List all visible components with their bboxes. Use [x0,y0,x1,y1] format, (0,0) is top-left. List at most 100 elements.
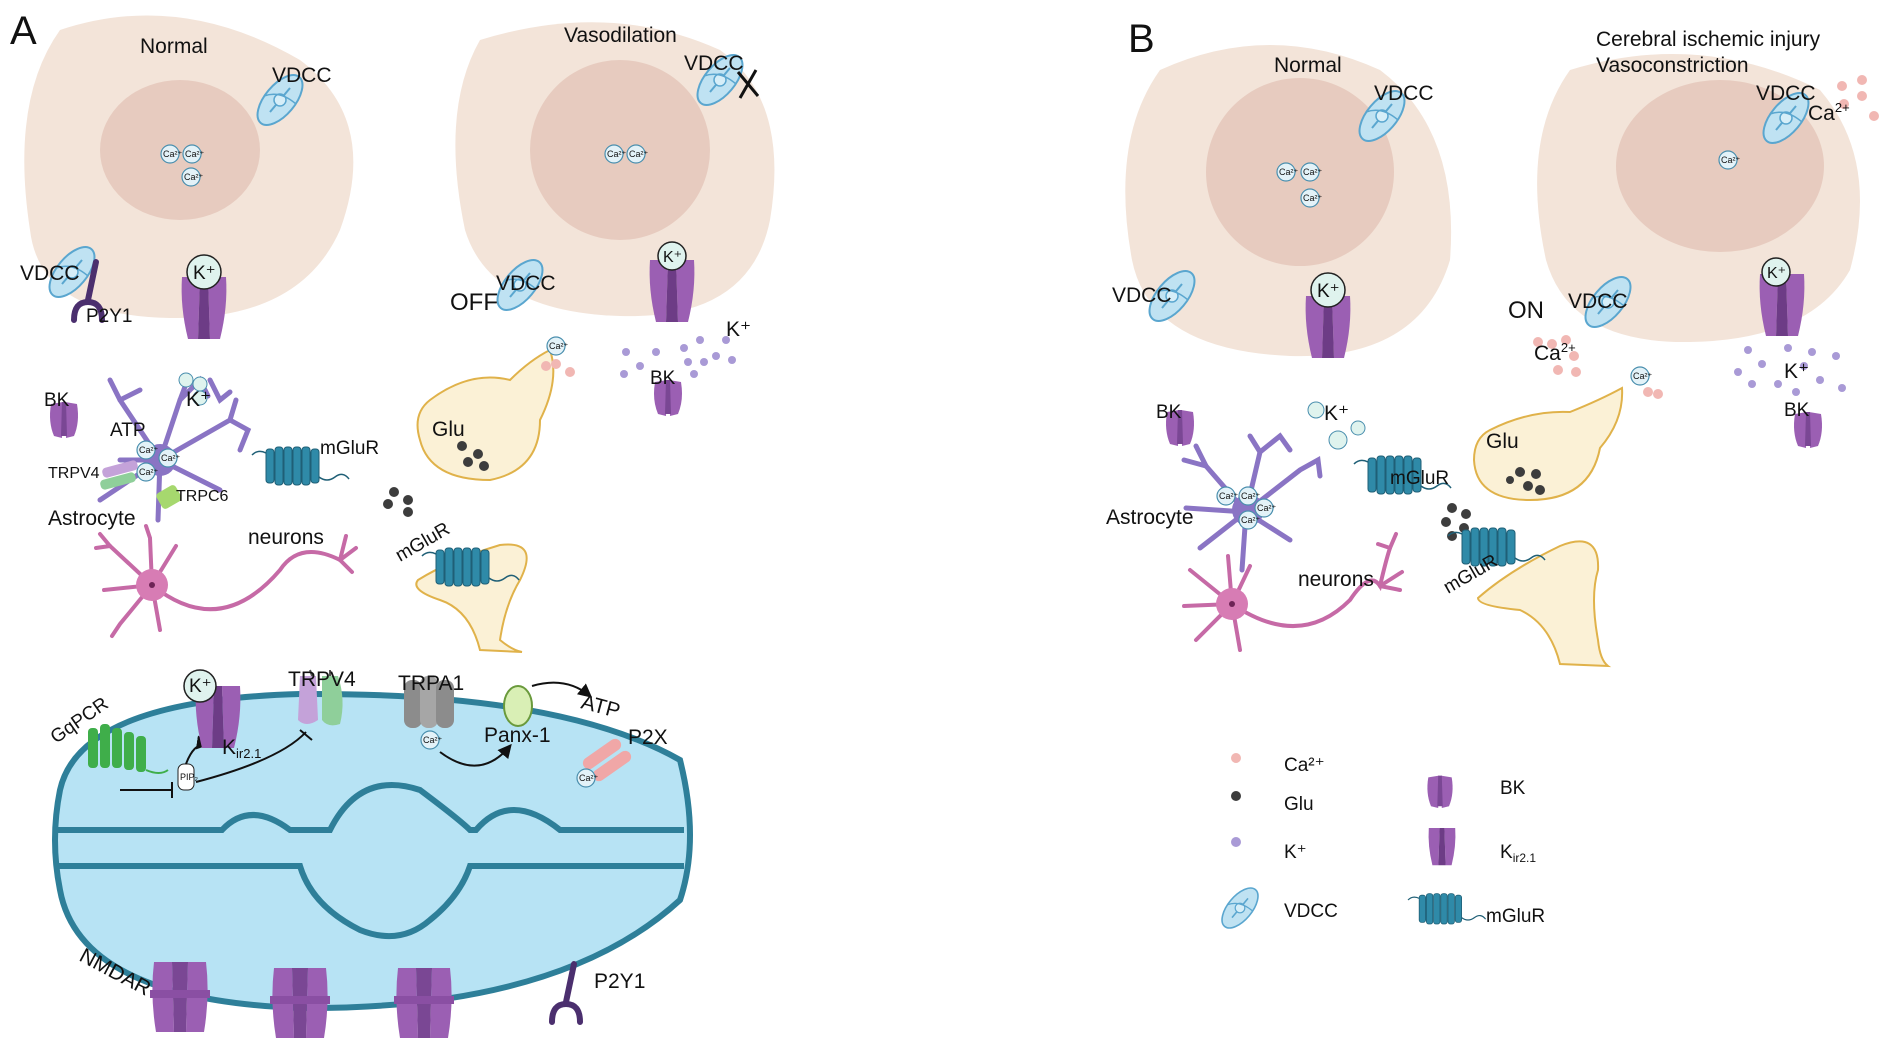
off-label: OFF [450,289,498,316]
trpc6-channel-icon [156,485,182,509]
mglur-label: mGluR [320,438,379,459]
vdcc-label: VDCC [1374,82,1434,105]
endothelial-cell [52,690,693,1012]
svg-text:Ca²⁺: Ca²⁺ [185,149,205,159]
ca-ion-cluster: Ca²⁺ Ca²⁺ Ca²⁺ [1276,162,1323,208]
svg-text:Ca²⁺: Ca²⁺ [1257,503,1277,513]
legend-bk-label: BK [1500,778,1526,799]
pip2-label: PIP₂ [180,772,199,782]
nmdar-channel-icon [394,968,454,1038]
ca-ion-cluster: Ca²⁺ Ca²⁺ Ca²⁺ Ca²⁺ [1216,486,1277,530]
svg-text:Ca²⁺: Ca²⁺ [423,735,443,745]
arrow [439,743,512,767]
nmdar-channel-icon [150,962,210,1032]
panel-a-letter: A [10,9,37,53]
k-ion-cloud [620,336,736,378]
vdcc-label: VDCC [272,64,332,87]
ca-release: Ca²⁺ [1630,366,1663,399]
vdcc-label: VDCC [684,52,744,75]
inhibit-line [195,731,307,783]
svg-text:Ca²⁺: Ca²⁺ [184,172,204,182]
k-ion-label: K⁺ [663,249,682,266]
ca-ion-cluster: Ca²⁺ Ca²⁺ Ca²⁺ [136,440,181,482]
k-ion-label: K⁺ [189,676,212,697]
legend-k-label: K⁺ [1284,842,1307,863]
panel-a-normal-title: Normal [140,35,208,58]
atp-label: ATP [579,691,623,723]
presynaptic-bouton [416,348,555,482]
svg-text:Ca²⁺: Ca²⁺ [549,341,569,351]
svg-text:Ca²⁺: Ca²⁺ [1303,193,1323,203]
trpa1-label: TRPA1 [398,672,464,695]
legend-ca-label: Ca²⁺ [1284,755,1325,776]
arrow [531,681,593,698]
bk-label: BK [1784,400,1810,421]
p2y1-label: P2Y1 [594,970,645,993]
k-ion-icon [1310,272,1346,308]
legend-glu-label: Glu [1284,794,1314,815]
p2x-receptor-icon [582,738,632,782]
svg-text:Ca²⁺: Ca²⁺ [1633,371,1653,381]
vdcc-label: VDCC [1112,284,1172,307]
legend-vdcc-swatch [1214,881,1266,935]
trpv4-channel-icon [100,460,138,490]
gqpcr-receptor-icon [88,724,169,774]
legend-mglur-swatch [1407,892,1487,925]
ischemic-title-line1: Cerebral ischemic injury [1596,28,1821,51]
svg-text:Ca²⁺: Ca²⁺ [1279,167,1299,177]
svg-text:Ca²⁺: Ca²⁺ [1219,491,1239,501]
k-ion-icon [657,241,687,271]
k-ion-label: K⁺ [193,263,216,284]
glu-label: Glu [432,418,465,441]
k-cloud-label: K⁺ [726,318,751,341]
k-ion-label: K⁺ [1317,281,1340,302]
presynaptic-bouton [1472,386,1624,502]
vdcc-label: VDCC [20,262,80,285]
svg-text:Ca²⁺: Ca²⁺ [139,445,159,455]
ca-release: Ca²⁺ [541,336,575,377]
ischemic-title-line2: Vasoconstriction [1596,54,1749,77]
legend-k-swatch [1231,837,1241,847]
k-ion-icon [1761,257,1791,287]
neuron-shape [1182,532,1404,652]
panx1-channel-icon [503,685,533,727]
legend-kir-swatch [1428,828,1456,866]
p2y1-label: P2Y1 [86,306,132,327]
ca-ion-cluster: Ca²⁺ Ca²⁺ [604,144,649,164]
legend: Ca²⁺ Glu K⁺ VDCC BK Kir2.1 mGluR [1214,753,1545,935]
panel-b-normal-title: Normal [1274,54,1342,77]
trpv4-label: TRPV4 [48,465,100,482]
panx1-label: Panx-1 [484,724,551,747]
k-ion-label: K⁺ [1767,265,1786,282]
glu-vesicles [383,441,489,517]
astrocyte-label: Astrocyte [48,507,136,530]
neurons-label: neurons [248,526,324,549]
trpv4-channel-icon [298,669,343,726]
legend-glu-swatch [1231,791,1241,801]
ca-dots [1837,75,1879,121]
ca-dots [1533,335,1581,377]
svg-text:Ca²⁺: Ca²⁺ [607,149,627,159]
trpc6-label: TRPC6 [176,488,229,505]
ca-label: Ca2+ [1534,340,1576,365]
vdcc-label: VDCC [1756,82,1816,105]
astrocyte-label: Astrocyte [1106,506,1194,529]
k-cloud-label: K⁺ [1784,360,1809,383]
legend-kir-label: Kir2.1 [1500,842,1536,865]
bk-label: BK [44,390,70,411]
nmdar-channel-icon [270,968,330,1038]
postsynaptic-terminal [1476,540,1612,668]
legend-bk-swatch [1427,775,1453,808]
legend-ca-swatch [1231,753,1241,763]
trpv4-label: TRPV4 [288,668,356,691]
glu-label: Glu [1486,430,1519,453]
atp-label: ATP [110,420,146,441]
panel-a-vasodilation-title: Vasodilation [564,24,677,47]
mglur-label: mGluR [1390,468,1449,489]
on-label: ON [1508,297,1544,324]
legend-vdcc-label: VDCC [1284,901,1338,922]
ca-ion-cluster: Ca²⁺ Ca²⁺ Ca²⁺ [160,144,205,187]
svg-text:Ca²⁺: Ca²⁺ [579,773,599,783]
k-label: K⁺ [1324,402,1349,425]
